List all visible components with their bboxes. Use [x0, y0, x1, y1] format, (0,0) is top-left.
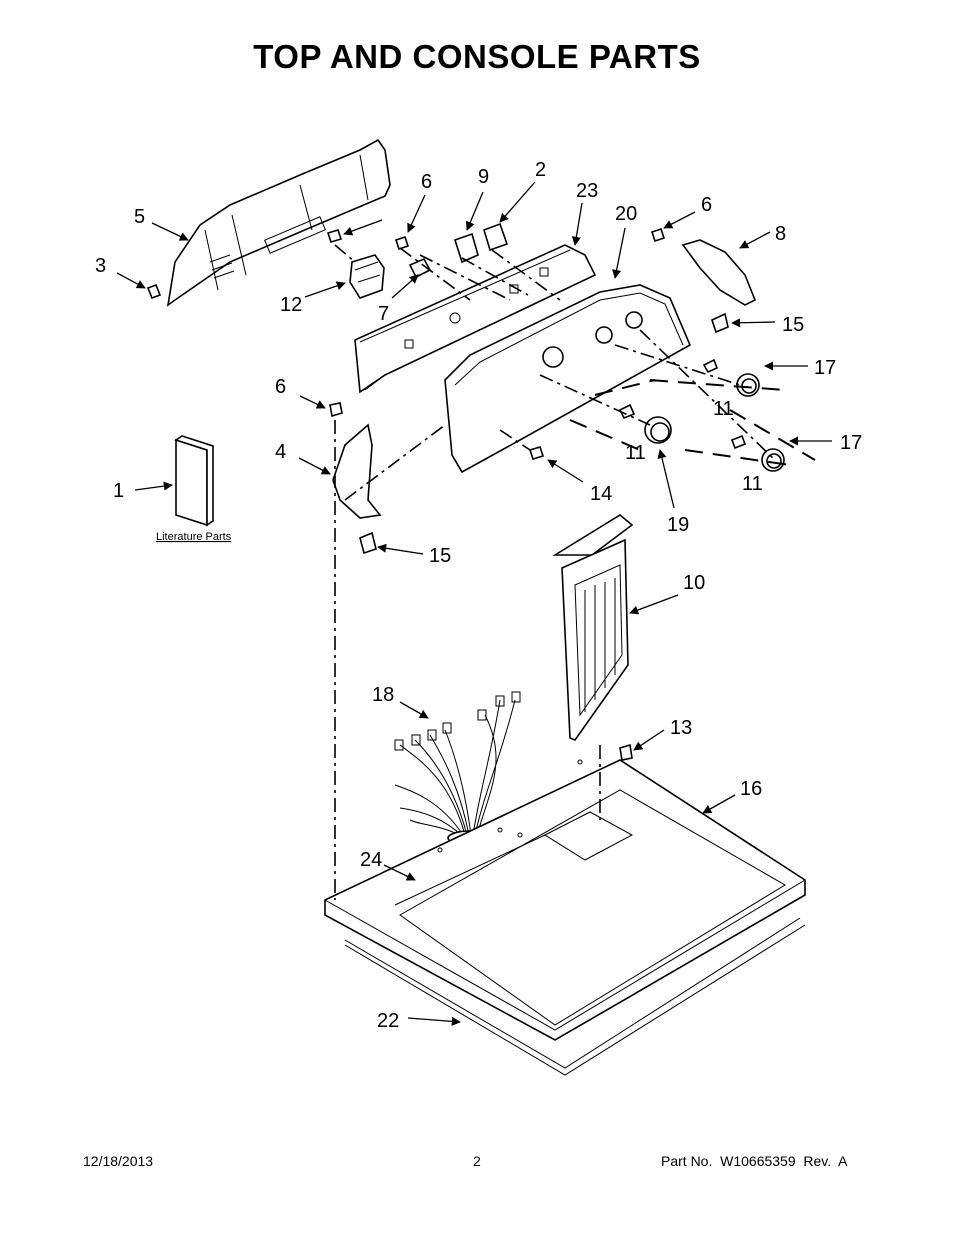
callout-24: 24 — [360, 849, 382, 871]
callout-9: 9 — [478, 166, 489, 188]
callout-3: 3 — [95, 255, 106, 277]
callout-11b: 11 — [625, 442, 646, 464]
footer-part-number: Part No. W10665359 Rev. A — [661, 1153, 848, 1169]
knobs — [618, 358, 785, 472]
console-end-cap-left — [332, 423, 382, 519]
callout-19: 19 — [667, 514, 689, 536]
leader-arrows — [116, 181, 832, 1026]
callout-6b: 6 — [701, 194, 712, 216]
callout-17a: 17 — [814, 357, 836, 379]
lint-screen — [552, 514, 634, 741]
callout-16: 16 — [740, 778, 762, 800]
callout-18: 18 — [372, 684, 394, 706]
literature-book — [174, 435, 214, 527]
callout-10: 10 — [683, 572, 705, 594]
callout-6c: 6 — [275, 376, 286, 398]
callout-11a: 11 — [713, 398, 734, 420]
top-gasket — [344, 917, 806, 1076]
callout-15a: 15 — [782, 314, 804, 336]
footer-page-number: 2 — [473, 1153, 481, 1169]
console-end-cap-right — [681, 239, 757, 306]
assembly-lines — [334, 244, 816, 900]
top-panel — [324, 759, 806, 1041]
callout-15b: 15 — [429, 545, 451, 567]
console-switch — [349, 254, 385, 299]
console-back-panel — [166, 138, 391, 307]
callout-12: 12 — [280, 294, 302, 316]
callout-11c: 11 — [742, 473, 763, 495]
callout-2: 2 — [535, 159, 546, 181]
callout-7: 7 — [378, 303, 389, 325]
callout-6a: 6 — [421, 171, 432, 193]
callout-14: 14 — [590, 483, 612, 505]
callout-5: 5 — [134, 206, 145, 228]
control-bracket — [354, 244, 597, 394]
callout-20: 20 — [615, 203, 637, 225]
literature-parts-label: Literature Parts — [156, 531, 232, 543]
callout-13: 13 — [670, 717, 692, 739]
callout-22: 22 — [377, 1010, 399, 1032]
screws — [146, 227, 729, 761]
console-front — [444, 284, 692, 474]
callout-labels: 1 2 3 4 5 6 6 6 7 8 9 10 11 11 11 12 13 … — [95, 159, 862, 1032]
callout-1: 1 — [113, 480, 124, 502]
callout-23: 23 — [576, 180, 598, 202]
page-title: TOP AND CONSOLE PARTS — [253, 38, 701, 75]
callout-17b: 17 — [840, 432, 862, 454]
callout-4: 4 — [275, 441, 286, 463]
footer-date: 12/18/2013 — [83, 1153, 154, 1169]
callout-8: 8 — [775, 223, 786, 245]
